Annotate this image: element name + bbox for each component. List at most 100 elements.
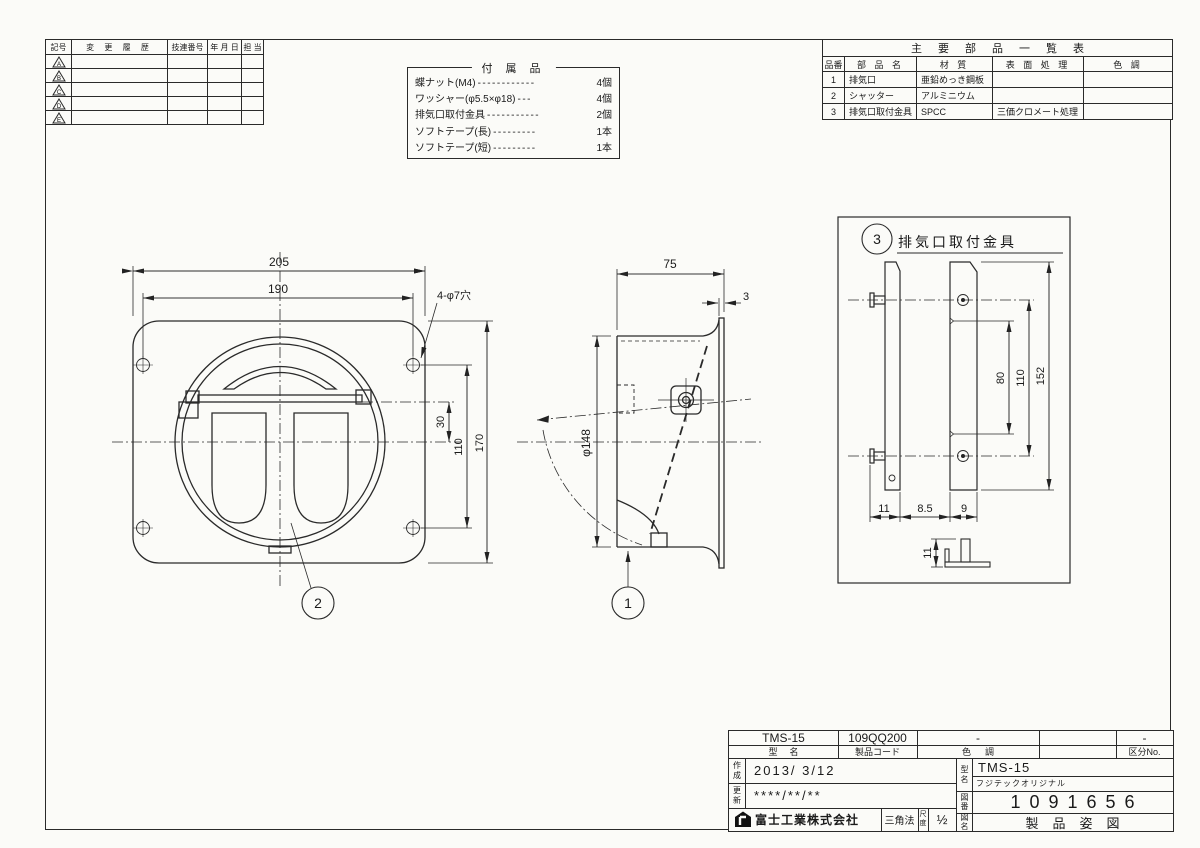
bolt-holes <box>133 356 423 537</box>
part-name: シャッター <box>844 87 917 104</box>
model-value: TMS-15 <box>762 731 805 745</box>
balloon-1-circle <box>611 586 645 620</box>
revision-header-symbol: 記号 <box>45 39 72 55</box>
accessory-name: ワッシャー(φ5.5×φ18) <box>415 94 516 106</box>
pivot-end-right <box>355 389 372 405</box>
revision-header-history: 変 更 履 歴 <box>71 39 168 55</box>
updated-label: 更新 <box>733 786 741 805</box>
dim-80: 80 <box>995 372 1007 384</box>
shutter-opening-left <box>211 412 267 524</box>
part-no: 1 <box>822 71 845 88</box>
balloon-2-number: 2 <box>314 595 322 611</box>
shutter-closed-line <box>649 345 708 535</box>
accessory-qty: 1本 <box>596 126 612 138</box>
revision-letter: C <box>56 90 61 96</box>
accessory-leader: ------------ <box>477 78 536 89</box>
accessory-name: 排気口取付金具 <box>415 110 485 122</box>
duct-top <box>617 319 720 337</box>
dim-diameter: φ148 <box>579 429 593 457</box>
dim-8-5: 8.5 <box>917 503 932 515</box>
revision-row: C <box>45 82 264 97</box>
hidden-latch <box>616 384 635 414</box>
pivot-centerlines <box>658 378 714 422</box>
balloon-1-number: 1 <box>624 595 632 611</box>
revision-header-refno: 技連番号 <box>167 39 208 55</box>
detail-title: 排気口取付金具 <box>898 234 1017 250</box>
created-date: 2013/ 3/12 <box>754 763 836 778</box>
front-dimensions <box>122 266 493 589</box>
revision-letter: D <box>56 104 61 110</box>
accessory-name: ソフトテープ(長) <box>415 126 492 138</box>
parts-header-material: 材 質 <box>916 56 993 72</box>
sheet-frame <box>45 39 1171 830</box>
side-dimensions <box>592 269 741 587</box>
side-centerlines <box>517 398 762 546</box>
part-name: 排気口取付金具 <box>844 103 917 120</box>
balloon-2-circle <box>301 586 335 620</box>
accessory-item: ワッシャー(φ5.5×φ18)--- 4個 <box>415 92 612 108</box>
accessory-item: 蝶ナット(M4)------------4個 <box>415 76 612 92</box>
revision-letter: E <box>56 118 60 124</box>
model2-value: TMS-15 <box>978 759 1031 775</box>
triangle-icon <box>51 97 66 109</box>
accessory-leader: ----------- <box>487 110 541 122</box>
triangle-icon <box>51 83 66 95</box>
triangle-icon <box>51 55 66 67</box>
revision-row: D <box>45 96 264 111</box>
parts-table: 主要部品一覧表 品番 部 品 名 材 質 表 面 処 理 色 調 1 排気口 亜… <box>821 39 1174 120</box>
dim-110: 110 <box>1015 369 1027 387</box>
part-material: 亜鉛めっき鋼板 <box>916 71 993 88</box>
dim-depth: 75 <box>663 257 677 271</box>
parts-header-color: 色 調 <box>1082 56 1174 72</box>
model2-sub: フジテックオリジナル <box>976 779 1066 788</box>
shutter-opening-right <box>293 412 349 524</box>
wall-flange <box>718 317 725 569</box>
title-block: TMS-15 109QQ200 - - 型名 製品コード 色調 区分No. 作成… <box>728 730 1174 832</box>
company-logo <box>733 811 753 828</box>
accessory-name: 蝶ナット(M4) <box>415 78 476 89</box>
revision-letter: B <box>56 76 60 82</box>
top-vent-slot <box>222 365 338 390</box>
revision-mark-b: B <box>45 68 72 83</box>
parts-table-title: 主要部品一覧表 <box>821 39 1174 57</box>
part-surface: 三価クロメート処理 <box>992 103 1084 120</box>
drawing-name-value: 製品姿図 <box>1025 815 1134 831</box>
latch-block <box>178 401 199 419</box>
detail-view-drawing: 3 排気口取付金具 <box>837 216 1071 584</box>
class-no-label: 区分No. <box>1128 747 1161 757</box>
revision-mark-c: C <box>45 82 72 97</box>
stop-block <box>650 532 668 548</box>
accessories-box: 付 属 品 蝶ナット(M4)------------4個 ワッシャー(φ5.5×… <box>407 60 620 159</box>
dim-11: 11 <box>878 503 889 515</box>
revision-mark-d: D <box>45 96 72 111</box>
projection-method: 三角法 <box>884 816 915 827</box>
dim-axis-offset: 30 <box>435 416 447 428</box>
drawing-name-label: 図名 <box>960 813 969 831</box>
accessory-leader: --- <box>517 94 532 106</box>
dim-width-overall: 205 <box>269 255 289 269</box>
accessory-leader: --------- <box>493 126 537 138</box>
drawing-no-value: 1091656 <box>1010 791 1144 812</box>
accessory-qty: 4個 <box>596 94 612 106</box>
model2-label: 型名 <box>960 765 969 784</box>
accessory-qty: 2個 <box>596 110 612 122</box>
revision-row: E <box>45 110 264 125</box>
parts-row: 1 排気口 亜鉛めっき鋼板 <box>822 71 1174 88</box>
side-view-outline <box>616 317 725 569</box>
part-no: 2 <box>822 87 845 104</box>
scale-label: 尺度 <box>919 811 927 827</box>
fuji-logo-icon <box>735 811 751 827</box>
product-code-label: 製品コード <box>854 747 900 757</box>
accessory-leader: --------- <box>493 142 537 154</box>
color-label: 色調 <box>961 747 1008 757</box>
dim-11-side: 11 <box>922 547 934 558</box>
part-material: アルミニウム <box>916 87 993 104</box>
revision-table: 記号 変 更 履 歴 技連番号 年 月 日 担 当 A B C D E <box>45 39 264 125</box>
dim-hole-pitch-v: 110 <box>453 438 465 456</box>
parts-header-surface: 表 面 処 理 <box>992 56 1084 72</box>
duct-bottom <box>617 546 720 565</box>
accessories-title: 付 属 品 <box>471 60 556 76</box>
scale-value: ½ <box>936 812 948 827</box>
detail-centerlines <box>848 299 1034 457</box>
parts-row: 2 シャッター アルミニウム <box>822 87 1174 104</box>
